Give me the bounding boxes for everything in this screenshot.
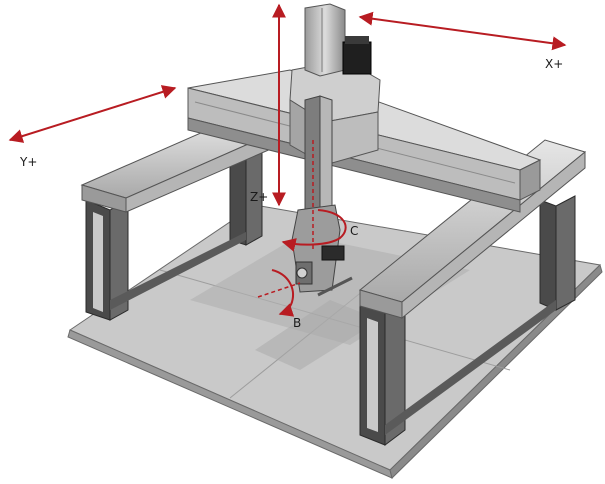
y-axis-arrow <box>8 85 177 143</box>
x-axis-label: X+ <box>545 57 563 71</box>
b-rotation-label: B <box>293 316 301 330</box>
y-axis-label: Y+ <box>19 155 37 169</box>
base-plate <box>67 204 603 479</box>
c-rotation-arrow <box>281 209 347 252</box>
b-rotation-arrow <box>271 269 295 317</box>
b-axis-centerline <box>257 282 301 298</box>
c-rotation-label: C <box>350 224 358 238</box>
x-axis-arrow <box>358 11 567 51</box>
z-axis-label: Z+ <box>250 190 268 204</box>
z-carriage <box>289 3 381 297</box>
motor-icon <box>342 41 372 75</box>
